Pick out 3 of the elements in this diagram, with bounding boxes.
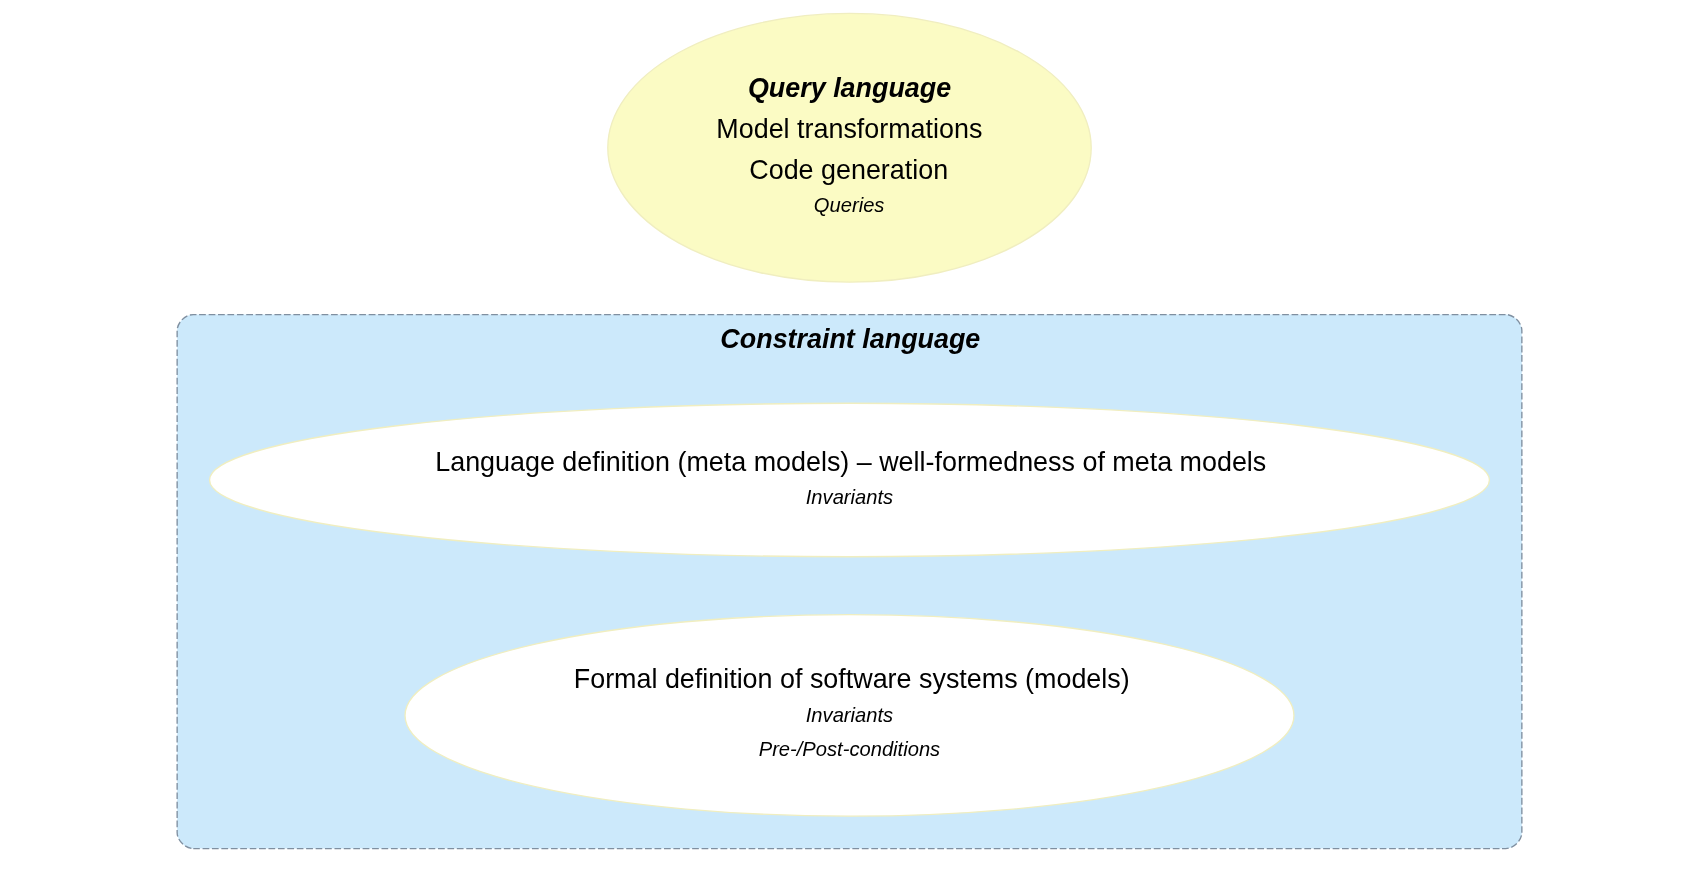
node-ellipse: Query language Model transformations Code generation Queries <box>607 12 1092 283</box>
node-ellipse: Formal definition of software systems (models) Invariants Pre-/Post-conditions <box>404 613 1295 817</box>
node-ellipse: Language definition (meta models) – well-formedness of meta models Invariants <box>208 402 1491 558</box>
